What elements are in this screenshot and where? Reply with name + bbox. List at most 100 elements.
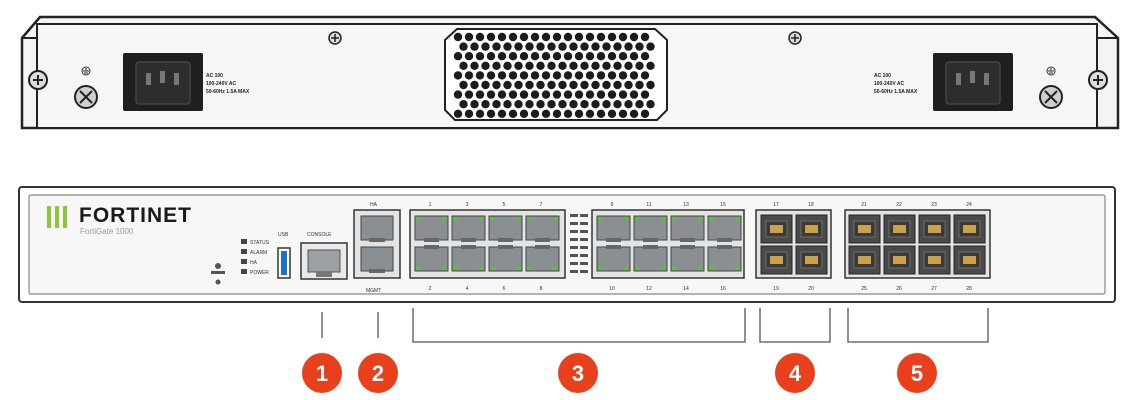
- callout-2: 2: [358, 353, 398, 393]
- link-led: [735, 217, 740, 220]
- vent-hole: [558, 100, 567, 109]
- vent-hole: [596, 109, 606, 119]
- vent-hole: [613, 42, 622, 51]
- ethernet-port[interactable]: [707, 215, 742, 242]
- sfp-cage[interactable]: [795, 214, 828, 244]
- sfp-cage[interactable]: [760, 245, 793, 275]
- callout-number: 4: [789, 361, 802, 386]
- port-number-label: 10: [609, 286, 615, 292]
- usb-port[interactable]: [277, 247, 291, 279]
- vent-hole: [497, 109, 507, 119]
- vent-hole: [519, 71, 529, 80]
- vent-hole: [629, 52, 639, 61]
- sfp-cage[interactable]: [883, 214, 916, 244]
- sfp-cage[interactable]: [953, 214, 986, 244]
- port-led: [580, 270, 588, 273]
- callout-number: 3: [572, 361, 584, 386]
- vent-hole: [481, 42, 490, 51]
- vent-hole: [635, 61, 644, 70]
- vent-hole: [580, 61, 589, 70]
- led-ha: [241, 259, 247, 264]
- link-led: [661, 217, 666, 220]
- ethernet-port[interactable]: [525, 215, 560, 242]
- vent-hole: [497, 32, 507, 42]
- sfp-cage[interactable]: [918, 245, 951, 275]
- vent-hole: [563, 90, 573, 99]
- port-led: [570, 238, 578, 241]
- vent-hole: [514, 42, 523, 51]
- ha-port[interactable]: [360, 215, 394, 242]
- link-led: [416, 217, 421, 220]
- port-led: [580, 222, 588, 225]
- power-inlet-left[interactable]: [123, 53, 203, 111]
- ethernet-port[interactable]: [414, 245, 449, 272]
- sfp-cage[interactable]: [848, 214, 881, 244]
- callout-4: 4: [775, 353, 815, 393]
- ethernet-port[interactable]: [633, 215, 668, 242]
- vent-hole: [508, 52, 518, 61]
- power-inlet-right[interactable]: [933, 53, 1013, 111]
- ethernet-port[interactable]: [596, 215, 631, 242]
- console-port[interactable]: [300, 242, 348, 280]
- vent-hole: [503, 42, 512, 51]
- link-led: [527, 217, 532, 220]
- vent-hole: [607, 90, 617, 99]
- vent-hole: [547, 61, 556, 70]
- ethernet-port[interactable]: [451, 215, 486, 242]
- sfp-cage[interactable]: [883, 245, 916, 275]
- ethernet-port[interactable]: [414, 215, 449, 242]
- status-led-group: STATUS ALARM HA POWER: [241, 239, 270, 276]
- psu-left-label-2: 100-240V AC: [206, 81, 236, 87]
- sfp-cage[interactable]: [918, 214, 951, 244]
- vent-hole: [635, 42, 644, 51]
- link-led: [553, 217, 558, 220]
- sfp-cage[interactable]: [953, 245, 986, 275]
- port-led: [570, 222, 578, 225]
- vent-hole: [519, 32, 529, 42]
- vent-hole: [569, 100, 578, 109]
- sfp-cage[interactable]: [760, 214, 793, 244]
- vent-hole: [613, 61, 622, 70]
- link-led: [479, 217, 484, 220]
- vent-hole: [508, 32, 518, 42]
- ethernet-port[interactable]: [633, 245, 668, 272]
- vent-hole: [563, 109, 573, 119]
- screw-icon: [328, 31, 342, 45]
- vent-hole: [640, 32, 650, 42]
- vent-hole: [591, 42, 600, 51]
- sfp-cage[interactable]: [795, 245, 828, 275]
- vent-hole: [492, 61, 501, 70]
- link-led: [635, 217, 640, 220]
- ethernet-port[interactable]: [670, 245, 705, 272]
- vent-hole: [563, 52, 573, 61]
- model-name: FortiGate 1000: [80, 227, 134, 236]
- port-led: [570, 262, 578, 265]
- mgmt-bottom-label: MGMT: [366, 288, 381, 294]
- vent-hole: [607, 52, 617, 61]
- port-number-label: 15: [720, 202, 726, 208]
- ethernet-port[interactable]: [488, 215, 523, 242]
- vent-hole: [541, 52, 551, 61]
- vent-hole: [624, 100, 633, 109]
- link-led: [516, 267, 521, 270]
- sfp-cage[interactable]: [848, 245, 881, 275]
- vent-hole: [459, 100, 468, 109]
- port-number-label: 13: [683, 202, 689, 208]
- port-number-label: 7: [540, 202, 543, 208]
- vent-hole: [475, 90, 485, 99]
- vent-hole: [547, 42, 556, 51]
- ethernet-port[interactable]: [451, 245, 486, 272]
- vent-hole: [574, 52, 584, 61]
- psu-right-label-2: 100-240V AC: [874, 81, 904, 87]
- vent-hole: [618, 90, 628, 99]
- ethernet-port[interactable]: [707, 245, 742, 272]
- vent-hole: [525, 80, 534, 90]
- ethernet-port[interactable]: [596, 245, 631, 272]
- ethernet-port[interactable]: [670, 215, 705, 242]
- ethernet-port[interactable]: [525, 245, 560, 272]
- vent-hole: [508, 90, 518, 99]
- reset-button[interactable]: [211, 263, 225, 285]
- ethernet-port[interactable]: [488, 245, 523, 272]
- mgmt-port[interactable]: [360, 246, 394, 273]
- link-led: [416, 267, 421, 270]
